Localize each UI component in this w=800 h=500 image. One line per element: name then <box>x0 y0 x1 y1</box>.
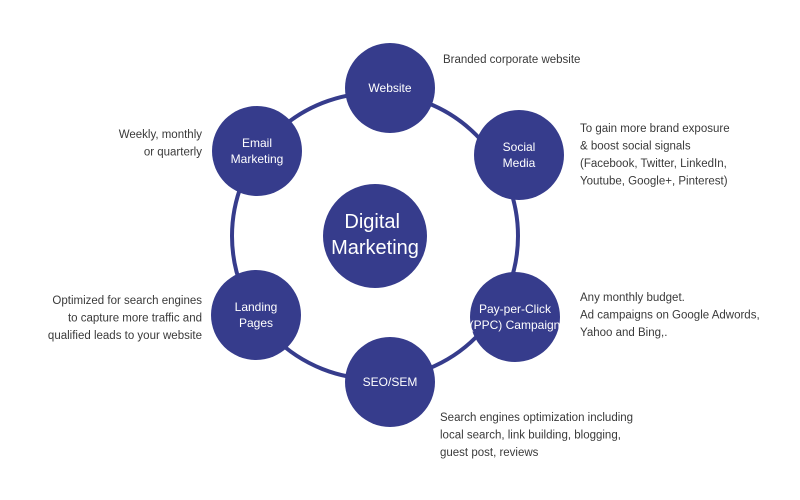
notes-layer: Branded corporate website To gain more br… <box>48 54 760 459</box>
node-circle-seo-sem <box>345 337 435 427</box>
node-label-line: Pages <box>239 316 273 330</box>
node-label-line: Website <box>368 81 411 95</box>
note-social-media: To gain more brand exposure & boost socia… <box>580 123 730 188</box>
node-label-line: Pay-per-Click <box>479 302 552 316</box>
node-label-line: Media <box>503 156 536 170</box>
center-label: Digital Marketing <box>331 211 419 259</box>
note-line: Youtube, Google+, Pinterest) <box>580 176 728 188</box>
note-line: to capture more traffic and <box>68 313 202 325</box>
center-hub <box>323 184 427 288</box>
note-line: guest post, reviews <box>440 447 539 459</box>
note-line: Ad campaigns on Google Adwords, <box>580 310 760 322</box>
note-line: qualified leads to your website <box>48 330 202 342</box>
note-line: & boost social signals <box>580 141 691 153</box>
note-line: Branded corporate website <box>443 54 580 66</box>
node-label-seo-sem: SEO/SEM <box>363 375 418 389</box>
center-label-line: Digital <box>344 211 400 233</box>
node-circle-email-marketing <box>212 106 302 196</box>
note-line: Weekly, monthly <box>119 129 203 141</box>
note-line: (Facebook, Twitter, LinkedIn, <box>580 158 727 170</box>
node-label-line: (PPC) Campaign <box>470 318 561 332</box>
node-circle-ppc <box>470 272 560 362</box>
note-line: Optimized for search engines <box>52 295 202 307</box>
note-line: Search engines optimization including <box>440 412 633 424</box>
node-website: Website <box>345 43 435 133</box>
node-seo-sem: SEO/SEM <box>345 337 435 427</box>
node-label-line: Marketing <box>231 152 284 166</box>
node-label-ppc: Pay-per-Click (PPC) Campaign <box>470 302 561 332</box>
node-label-line: Social <box>503 140 536 154</box>
node-label-line: SEO/SEM <box>363 375 418 389</box>
note-line: Any monthly budget. <box>580 292 685 304</box>
note-line: To gain more brand exposure <box>580 123 730 135</box>
note-website: Branded corporate website <box>443 54 580 66</box>
node-circle-website <box>345 43 435 133</box>
note-landing-pages: Optimized for search engines to capture m… <box>48 295 202 342</box>
note-line: local search, link building, blogging, <box>440 430 621 442</box>
note-line: or quarterly <box>144 147 202 159</box>
node-label-line: Email <box>242 136 272 150</box>
center-label-line: Marketing <box>331 237 419 259</box>
node-circle-landing-pages <box>211 270 301 360</box>
node-circle-social-media <box>474 110 564 200</box>
node-label-website: Website <box>368 81 411 95</box>
node-ppc: Pay-per-Click (PPC) Campaign <box>470 272 561 362</box>
note-email-marketing: Weekly, monthly or quarterly <box>119 129 203 159</box>
note-line: Yahoo and Bing,. <box>580 327 667 339</box>
node-label-line: Landing <box>235 300 278 314</box>
note-ppc: Any monthly budget. Ad campaigns on Googl… <box>580 292 760 339</box>
note-seo-sem: Search engines optimization including loc… <box>440 412 633 459</box>
